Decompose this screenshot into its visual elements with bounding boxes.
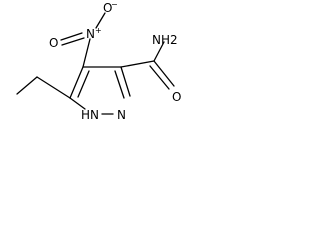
nitro-o-left-label: O — [49, 36, 58, 50]
bond-nitro-o-top — [95, 12, 106, 29]
bond-c5-ethyl — [36, 76, 71, 99]
bond-carbonyl-o-a — [153, 60, 175, 87]
bond-ethyl-ch3 — [16, 76, 38, 95]
molecule-svg: O − N + O NH2 O N HN — [16, 0, 181, 122]
bond-c5-double-inner — [77, 70, 90, 98]
bond-c3-carbonyl — [120, 60, 155, 68]
bond-c3-n2-b — [114, 70, 125, 99]
amide-o-label: O — [172, 90, 181, 104]
bond-c4-nitro-n — [82, 38, 91, 68]
nitro-n-label: N — [86, 27, 95, 41]
bond-carbonyl-o-b — [149, 65, 170, 90]
bond-nitro-o-left-a — [60, 32, 83, 41]
nitro-o-top-charge: − — [111, 0, 118, 9]
bond-carbonyl-nh2 — [153, 41, 165, 62]
bond-nitro-o-left-b — [61, 37, 85, 46]
amide-nh2-label: NH2 — [152, 33, 178, 47]
ring-nh-label: HN — [81, 108, 99, 122]
bond-c5-n1 — [69, 97, 86, 110]
chemical-structure-diagram: O − N + O NH2 O N HN — [0, 0, 211, 143]
ring-n1-label: N — [117, 108, 126, 122]
bond-c4-c5 — [69, 66, 84, 99]
nitro-o-top-label: O — [103, 1, 112, 15]
bond-c3-n2-a — [120, 66, 131, 97]
nitro-n-charge: + — [95, 26, 102, 35]
